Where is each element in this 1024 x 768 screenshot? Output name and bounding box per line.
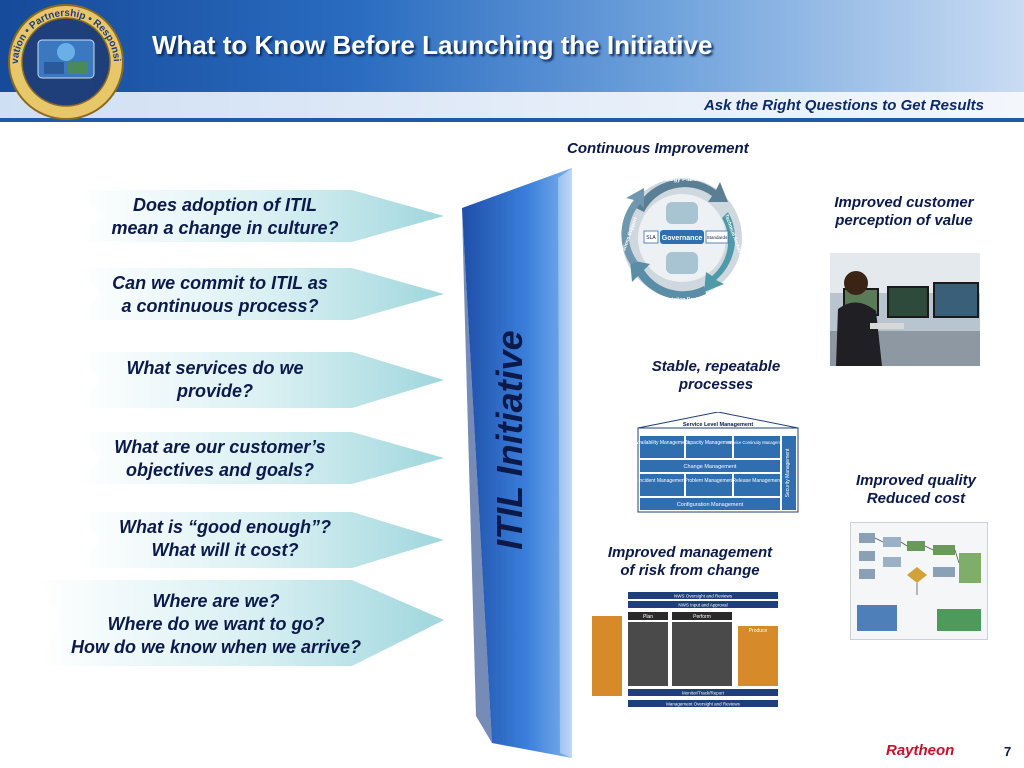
page-title: What to Know Before Launching the Initia… (152, 30, 713, 60)
itil-incident-label: Incident Management (638, 478, 687, 484)
risk-produce-label: Produce (749, 628, 768, 634)
caption-line: Improved management (607, 544, 773, 561)
question-line: provide? (176, 381, 253, 401)
header-subband (0, 92, 1024, 120)
caption-stable-processes: Stable, repeatable processes (628, 358, 804, 394)
arrow-shape-3 (78, 352, 444, 408)
risk-oversight-label: NWS Oversight and Reviews (674, 594, 733, 599)
caption-customer-value: Improved customer perception of value (816, 194, 992, 230)
arrow-shape-1 (78, 190, 444, 242)
page-number: 7 (1004, 744, 1012, 759)
question-good-enough: What is “good enough”? What will it cost… (70, 516, 380, 562)
question-line: objectives and goals? (125, 460, 315, 480)
itil-capacity-label: Capacity Management (684, 440, 735, 446)
itil-problem-label: Problem Management (684, 478, 734, 484)
question-line: Can we commit to ITIL as (112, 273, 328, 293)
caption-line: processes (678, 376, 754, 393)
improvement-cycle-diagram: Strategy Planning Technical Architecture… (617, 177, 747, 303)
itil-release-label: Release Management (733, 478, 783, 484)
risk-perform-label: Perform (693, 614, 711, 620)
itil-availability-label: Availability Management (635, 440, 690, 446)
itil-slm-label: Service Level Management (683, 422, 753, 428)
itil-configuration-label: Configuration Management (677, 502, 744, 508)
question-services: What services do we provide? (70, 357, 360, 403)
caption-quality-cost: Improved quality Reduced cost (836, 472, 996, 508)
risk-management-oversight-label: Management Oversight and Reviews (666, 702, 741, 707)
risk-management-chart: NWS Oversight and Reviews NWS Input and … (592, 592, 778, 707)
header-band (0, 0, 1024, 92)
cycle-governance-label: Governance (662, 235, 703, 242)
caption-line: Improved quality (855, 472, 977, 489)
cycle-strategy-label: Strategy Planning (656, 177, 707, 183)
caption-line: Reduced cost (866, 490, 966, 507)
question-line: Does adoption of ITIL (133, 195, 317, 215)
question-line: Where do we want to go? (107, 614, 325, 634)
cycle-standards-label: Standards (707, 235, 728, 240)
itil-security-label: Security Management (785, 448, 791, 497)
arrow-shape-5 (78, 512, 444, 568)
itil-change-label: Change Management (684, 464, 737, 470)
team-logo-seal: Innovation • Partnership • Responsibilit… (4, 2, 124, 120)
caption-continuous-improvement: Continuous Improvement (567, 140, 749, 157)
question-line: How do we know when we arrive? (70, 637, 362, 657)
question-line: What services do we (126, 358, 304, 378)
arrow-shape-4 (78, 432, 444, 484)
risk-input-label: NWS Input and Approval (678, 603, 727, 608)
risk-plan-label: Plan (643, 614, 653, 620)
itil-continuity-label: Service Continuity Management (727, 440, 787, 445)
question-objectives: What are our customer’s objectives and g… (70, 436, 370, 482)
slide-header: Innovation • Partnership • Responsibilit… (0, 0, 1024, 122)
raytheon-logo: Raytheon (886, 742, 955, 759)
question-commit: Can we commit to ITIL as a continuous pr… (70, 272, 370, 318)
question-line: Where are we? (152, 591, 280, 611)
header-rule (0, 118, 1024, 122)
caption-risk-management: Improved management of risk from change (594, 544, 786, 580)
question-culture: Does adoption of ITIL mean a change in c… (70, 194, 380, 240)
arrow-shape-6 (38, 580, 444, 666)
cycle-deployment-label: Implementation Deployment (649, 297, 716, 303)
operator-workstation-photo (830, 253, 980, 366)
itil-process-model: Service Level Management Availability Ma… (635, 412, 799, 513)
initiative-pyramid (462, 168, 572, 758)
risk-monitor-label: Monitor/Track/Report (682, 691, 725, 696)
arrow-shape-2 (78, 268, 444, 320)
itil-initiative-label: ITIL Initiative (489, 330, 530, 550)
question-line: a continuous process? (121, 296, 319, 316)
question-line: What is “good enough”? (119, 517, 331, 537)
question-line: What will it cost? (151, 540, 299, 560)
caption-line: perception of value (835, 212, 973, 229)
process-flowchart-thumbnail (850, 522, 988, 640)
question-line: What are our customer’s (114, 437, 326, 457)
question-where: Where are we? Where do we want to go? Ho… (36, 590, 396, 659)
cycle-sla-label: SLA (646, 235, 656, 241)
caption-line: Improved customer (834, 194, 974, 211)
question-line: mean a change in culture? (111, 218, 339, 238)
page-subtitle: Ask the Right Questions to Get Results (703, 97, 984, 114)
caption-line: Stable, repeatable (651, 358, 781, 375)
caption-line: of risk from change (620, 562, 760, 579)
